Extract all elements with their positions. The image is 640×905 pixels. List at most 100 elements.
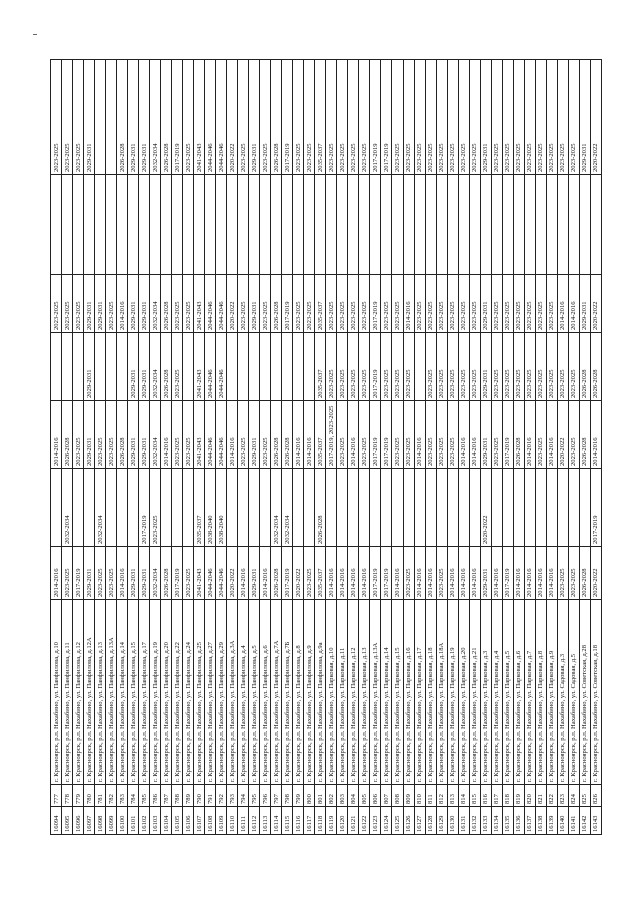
table-cell: 2014-2016 (50, 400, 62, 469)
table-cell: 16097 (83, 806, 95, 835)
table-cell (116, 468, 128, 547)
table-cell: 2017-2019 (72, 546, 84, 600)
table-cell: г. Красноярск, р.п. Нахабино, ул. Панфил… (83, 599, 95, 785)
table-cell: г. Красноярск, р.п. Нахабино, ул. Парков… (480, 599, 492, 785)
table-cell: 2029-2031 (480, 400, 492, 469)
table-cell: 2041-2043 (193, 400, 205, 469)
table-cell: 2014-2016 (414, 546, 426, 600)
table-cell: 2023-2025 (347, 274, 359, 333)
table-cell: г. Красноярск, р.п. Нахабино, ул. Панфил… (171, 599, 183, 785)
table-cell (391, 468, 403, 547)
table-cell: г. Красноярск, р.п. Нахабино, ул. Панфил… (292, 599, 304, 785)
table-cell: 16127 (414, 806, 426, 835)
table-cell: г. Красноярск, р.п. Нахабино, ул. Панфил… (204, 599, 216, 785)
table-cell: 2023-2025 (182, 546, 194, 600)
table-cell: 799 (292, 784, 304, 807)
table-cell: г. Красноярск, р.п. Нахабино, ул. Панфил… (105, 599, 117, 785)
table-cell: 2023-2025 (458, 59, 470, 175)
table-cell: 2044-2046 (204, 59, 216, 175)
table-cell: 2023-2025 (447, 274, 459, 333)
table-cell: 2023-2025 (524, 274, 536, 333)
table-cell: г. Красноярск, р.п. Нахабино, ул. Панфил… (160, 599, 172, 785)
table-cell: 2023-2025 (347, 59, 359, 175)
table-cell (138, 174, 150, 275)
table-cell: 2023-2025 (171, 274, 183, 333)
table-cell: 2014-2016 (469, 546, 481, 600)
table-cell: 2014-2016 (557, 274, 569, 333)
table-cell: 2023-2025 (447, 400, 459, 469)
table-cell: 16115 (281, 806, 293, 835)
table-cell: 2017-2019 (369, 400, 381, 469)
table-cell: 2023-2025 (491, 274, 503, 333)
table-cell: 803 (336, 784, 348, 807)
table-cell (524, 174, 536, 275)
table-cell: 2044-2046 (204, 546, 216, 600)
table-cell (325, 174, 337, 275)
table-cell: 2026-2028 (270, 274, 282, 333)
table-cell: 2023-2025 (447, 332, 459, 401)
table-cell: 2023-2025 (513, 332, 525, 401)
table-cell (469, 174, 481, 275)
table-cell (380, 468, 392, 547)
table-cell (193, 174, 205, 275)
table-cell: 2023-2025 (436, 546, 448, 600)
table-cell (513, 174, 525, 275)
table-cell (369, 468, 381, 547)
table-cell: 2029-2031 (480, 274, 492, 333)
table-cell (369, 174, 381, 275)
table-cell (491, 468, 503, 547)
table-cell (347, 468, 359, 547)
table-cell (447, 174, 459, 275)
table-cell: г. Красноярск, р.п. Нахабино, ул. Советс… (579, 599, 591, 785)
table-cell (292, 468, 304, 547)
table-cell: 2029-2031 (248, 274, 260, 333)
table-cell: 2017-2019 (369, 59, 381, 175)
table-cell: г. Красноярск, р.п. Нахабино, ул. Парков… (535, 599, 547, 785)
table-cell: 16102 (138, 806, 150, 835)
table-cell (182, 174, 194, 275)
table-cell (469, 468, 481, 547)
table-cell: 2026-2028 (116, 59, 128, 175)
table-cell: 824 (568, 784, 580, 807)
table-cell (116, 332, 128, 401)
table-cell: 788 (171, 784, 183, 807)
table-cell: 2023-2025 (568, 400, 580, 469)
table-cell: 2023-2025 (50, 59, 62, 175)
table-cell: 2023-2025 (105, 274, 117, 333)
table-cell: 2023-2025 (336, 59, 348, 175)
table-cell: 2029-2031 (83, 274, 95, 333)
table-cell: 2029-2031 (127, 274, 139, 333)
table-cell: 2020-2022 (590, 274, 602, 333)
table-cell: 2023-2025 (491, 400, 503, 469)
table-cell: 2014-2016 (292, 400, 304, 469)
table-cell: 2023-2025 (358, 59, 370, 175)
table-cell: 2026-2028 (270, 400, 282, 469)
table-cell: 2014-2016 (414, 400, 426, 469)
table-cell: 2029-2031 (127, 400, 139, 469)
table-cell: г. Красноярск, р.п. Нахабино, ул. Панфил… (50, 599, 62, 785)
table-cell: 2032-2034 (149, 59, 161, 175)
table-cell: 2023-2025 (502, 59, 514, 175)
table-cell: 2023-2025 (502, 332, 514, 401)
table-cell: 2023-2025 (336, 332, 348, 401)
table-cell: 2023-2025 (237, 59, 249, 175)
table-cell (502, 468, 514, 547)
table-cell (579, 468, 591, 547)
table-cell: 2023-2025 (72, 400, 84, 469)
table-cell: г. Красноярск, р.п. Нахабино, ул. Парков… (513, 599, 525, 785)
table-cell: 2029-2031 (83, 59, 95, 175)
table-cell: 16132 (469, 806, 481, 835)
table-cell: 16108 (204, 806, 216, 835)
table-cell: 16131 (458, 806, 470, 835)
table-cell (336, 174, 348, 275)
